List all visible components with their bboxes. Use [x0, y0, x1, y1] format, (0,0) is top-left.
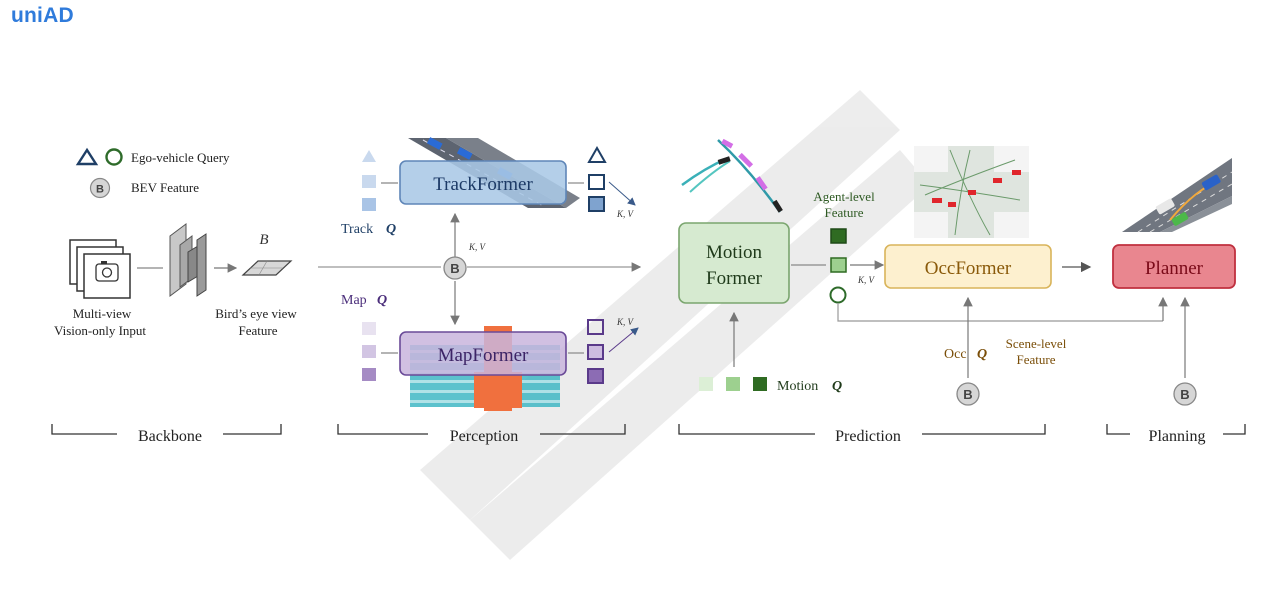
bev-node-occ-letter: B	[963, 387, 972, 402]
map-former-block	[399, 331, 567, 376]
agent-level-label-line1: Agent-level	[813, 189, 875, 204]
bev-node-perception-letter: B	[450, 261, 459, 276]
circle-icon	[105, 148, 123, 166]
occ-kv-label: K, V	[857, 275, 876, 285]
bev-symbol: B	[259, 232, 268, 248]
section-perception: Perception	[450, 428, 518, 445]
occ-q-label: Occ	[944, 347, 967, 362]
perception-kv-label: K, V	[468, 242, 487, 252]
track-kv-label: K, V	[616, 209, 635, 219]
section-backbone: Backbone	[138, 428, 202, 445]
input-label-line2: Vision-only Input	[54, 323, 146, 338]
track-output-queries	[587, 145, 607, 212]
multi-view-input-icon	[69, 239, 131, 299]
motion-queries	[699, 377, 767, 391]
motion-former-block	[678, 222, 790, 304]
motion-former-label-line2: Former	[706, 268, 763, 289]
planner-label: Planner	[1145, 258, 1204, 279]
bev-plane-icon	[241, 260, 293, 276]
legend-bev-feature: BEV Feature	[131, 180, 199, 195]
motion-former-label-line1: Motion	[706, 242, 762, 263]
scene-level-label-line2: Feature	[1017, 352, 1056, 367]
page-title: uniAD	[11, 4, 74, 27]
section-prediction: Prediction	[835, 428, 901, 445]
bev-node-perception	[443, 256, 467, 280]
triangle-icon	[75, 147, 99, 166]
map-kv-label: K, V	[616, 317, 635, 327]
motion-q-symbol: Q	[832, 379, 842, 394]
watermark	[420, 90, 930, 560]
input-label-line1: Multi-view	[73, 306, 132, 321]
bev-node-planner-letter: B	[1180, 387, 1189, 402]
legend-ego-query: Ego-vehicle Query	[131, 150, 230, 165]
occupancy-scene-image	[914, 146, 1029, 238]
bev-icon-letter: B	[96, 184, 104, 196]
section-planning: Planning	[1149, 428, 1206, 445]
occ-former-block	[884, 244, 1052, 289]
planning-scene-image	[1122, 158, 1233, 233]
scene-level-label-line1: Scene-level	[1006, 336, 1067, 351]
map-q-label: Map	[341, 293, 367, 308]
section-brackets	[51, 424, 1246, 435]
planner-block	[1112, 244, 1236, 289]
track-input-queries	[362, 150, 376, 211]
bev-label-line2: Feature	[239, 323, 278, 338]
motion-q-label: Motion	[777, 379, 818, 394]
map-q-symbol: Q	[377, 293, 387, 308]
bev-node-planner	[1173, 382, 1197, 406]
map-input-queries	[362, 322, 376, 381]
occ-former-label: OccFormer	[925, 258, 1012, 279]
track-q-label: Track	[341, 222, 373, 237]
track-q-symbol: Q	[386, 222, 396, 237]
agent-level-queries	[829, 228, 847, 304]
track-former-block	[399, 160, 567, 205]
map-former-label: MapFormer	[438, 345, 529, 366]
map-output-queries	[587, 319, 604, 384]
bev-icon	[89, 177, 111, 199]
backbone-cnn-icon	[169, 223, 207, 297]
bev-label-line1: Bird’s eye view	[215, 306, 297, 321]
track-former-label: TrackFormer	[433, 174, 533, 195]
legend: Ego-vehicle Query B BEV Feature	[75, 147, 230, 199]
occ-q-symbol: Q	[977, 347, 987, 362]
bev-node-occ	[956, 382, 980, 406]
agent-level-label-line2: Feature	[825, 205, 864, 220]
motion-trajectory-image	[681, 138, 783, 213]
